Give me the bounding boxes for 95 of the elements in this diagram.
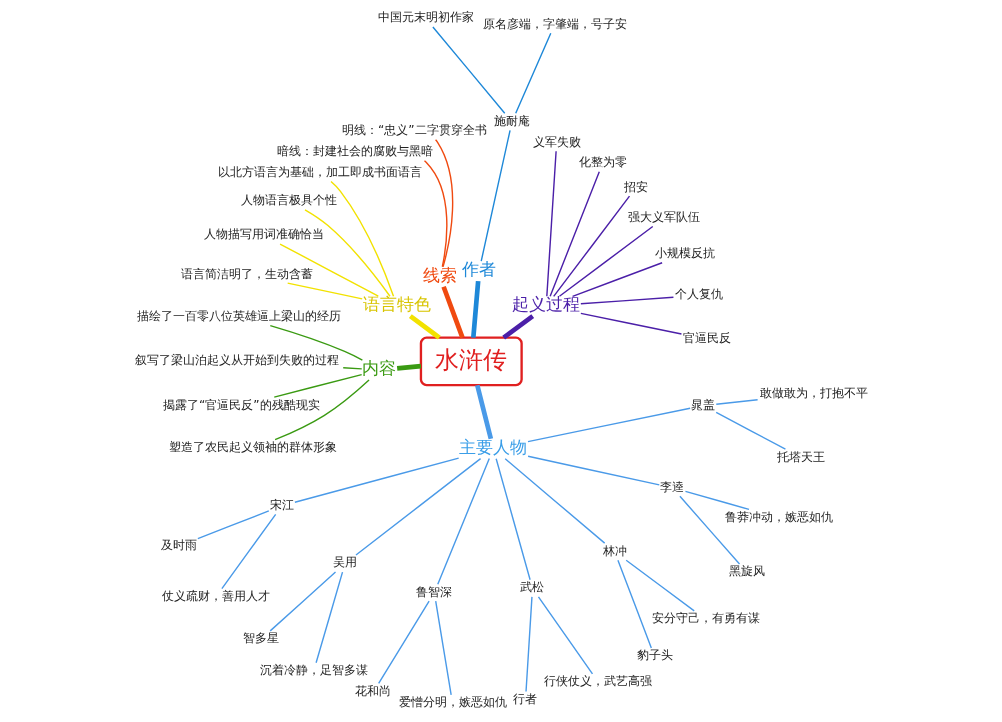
- connector: [537, 596, 594, 675]
- connector: [546, 150, 557, 297]
- node-text: 叙写了梁山泊起义从开始到失败的过程: [135, 353, 340, 368]
- connector: [274, 379, 370, 441]
- connector: [571, 262, 663, 298]
- connector: [197, 510, 270, 540]
- node-text: 吴用: [333, 555, 358, 570]
- node-text: 安分守己，有勇有谋: [651, 611, 760, 626]
- connector: [408, 314, 441, 340]
- connector: [617, 559, 653, 649]
- node-text: 智多星: [242, 631, 279, 646]
- connector: [279, 243, 379, 297]
- connector: [441, 285, 465, 339]
- node-text: 暗线：封建社会的腐败与黑暗: [277, 144, 434, 159]
- node-text: 托塔天王: [777, 449, 826, 464]
- node-text: 个人复仇: [674, 287, 723, 302]
- node-text: 起义过程: [512, 294, 581, 315]
- node-text: 作者: [462, 259, 497, 280]
- connector: [269, 571, 337, 632]
- connector: [553, 195, 631, 298]
- connector: [432, 26, 506, 114]
- node-text: 沉着冷静，足智多谋: [259, 663, 368, 678]
- connector: [269, 324, 364, 361]
- connector: [304, 209, 391, 297]
- connector: [437, 457, 490, 585]
- node-text: 宋江: [269, 497, 294, 512]
- node-text: 中国元末明初作家: [377, 10, 474, 25]
- node-text: 化整为零: [578, 155, 627, 170]
- node-text: 人物描写用词准确恰当: [204, 227, 325, 242]
- node-text: 以北方语言为基础，加工即成书面语言: [217, 164, 422, 179]
- connector: [558, 225, 654, 297]
- connector: [342, 367, 363, 370]
- connector: [434, 139, 454, 268]
- node-text: 行者: [513, 692, 538, 707]
- node-text: 花和尚: [355, 684, 392, 699]
- node-text: 武松: [520, 580, 545, 595]
- node-text: 原名彦端，字肇端，号子安: [482, 16, 627, 31]
- connector: [504, 458, 606, 544]
- node-text: 林冲: [602, 543, 627, 558]
- node-text: 描绘了一百零八位英雄逼上梁山的经历: [137, 309, 342, 324]
- node-text: 李逵: [660, 479, 685, 494]
- connector: [435, 600, 452, 696]
- node-text: 明线：“忠义”二字贯穿全书: [341, 123, 487, 138]
- connector: [527, 407, 691, 443]
- connector: [580, 312, 683, 335]
- connector: [471, 280, 481, 338]
- connector: [286, 282, 363, 300]
- node-text: 鲁智深: [416, 584, 453, 599]
- connector: [625, 559, 695, 612]
- connector: [480, 129, 511, 262]
- connector: [715, 399, 759, 405]
- node-text: 内容: [362, 358, 397, 379]
- connector: [315, 571, 344, 664]
- node-text: 义军失败: [532, 134, 581, 149]
- connector: [715, 411, 787, 450]
- connector: [377, 600, 430, 685]
- node-text: 豹子头: [636, 648, 673, 663]
- node-text: 黑旋风: [728, 564, 765, 579]
- connector: [330, 180, 395, 297]
- node-text: 敢做敢为，打抱不平: [759, 385, 868, 400]
- node-text: 爱憎分明，嫉恶如仇: [398, 695, 507, 710]
- connector: [515, 32, 552, 114]
- node-text: 施耐庵: [493, 113, 530, 128]
- connector: [423, 160, 448, 268]
- connector: [475, 384, 494, 440]
- connector: [525, 596, 533, 693]
- connector: [355, 457, 482, 556]
- connector: [273, 373, 363, 398]
- connector: [679, 495, 741, 565]
- node-text: 人物语言极具个性: [240, 193, 337, 208]
- node-text: 招安: [623, 179, 648, 194]
- connector: [502, 314, 535, 340]
- node-text: 晁盖: [691, 397, 716, 412]
- connector: [549, 171, 600, 297]
- node-text: 语言特色: [362, 294, 431, 315]
- node-text: 行侠仗义，武艺高强: [544, 674, 653, 689]
- node-text: 鲁莽冲动，嫉恶如仇: [724, 509, 833, 524]
- node-text: 仗义疏财，善用人才: [161, 589, 270, 603]
- node-text: 揭露了“官逼民反”的残酷现实: [163, 397, 320, 412]
- node-text: 及时雨: [160, 537, 197, 552]
- connector: [495, 458, 531, 581]
- node-text: 主要人物: [459, 436, 528, 457]
- connector: [684, 490, 750, 511]
- connector: [527, 455, 660, 486]
- connector: [396, 363, 422, 371]
- connector: [580, 296, 675, 305]
- connector: [294, 457, 460, 503]
- node-text: 强大义军队伍: [628, 210, 701, 224]
- node-box: 水浒传: [419, 336, 523, 387]
- node-text: 塑造了农民起义领袖的群体形象: [168, 440, 337, 455]
- node-text: 语言简洁明了，生动含蓄: [181, 266, 314, 281]
- node-text: 小规模反抗: [654, 246, 715, 261]
- node-text: 线索: [422, 264, 457, 285]
- connector: [221, 513, 277, 590]
- node-text: 官逼民反: [682, 331, 731, 346]
